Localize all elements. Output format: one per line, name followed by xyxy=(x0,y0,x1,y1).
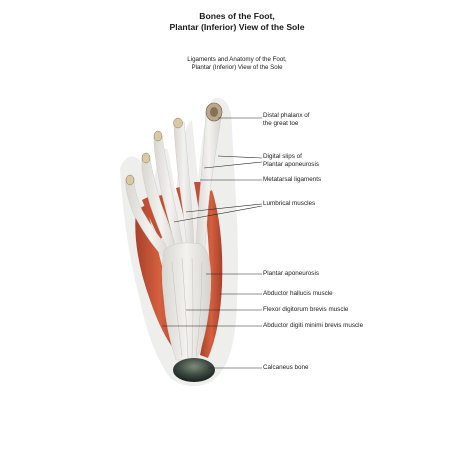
label-lumbrical-muscles: Lumbrical muscles xyxy=(263,200,316,207)
label-plantar-aponeurosis: Plantar aponeurosis xyxy=(263,270,320,277)
calcaneus-bone xyxy=(173,358,215,382)
great-toe-nail-shadow xyxy=(210,107,218,117)
label-distal-phalanx-line-2: the great toe xyxy=(263,120,299,127)
toe-5-tip xyxy=(125,174,135,186)
label-distal-phalanx-line-1: Distal phalanx of xyxy=(263,112,310,119)
toe-2-tip xyxy=(173,117,183,129)
leader-lines xyxy=(162,117,263,369)
main-title-line-1: Bones of the Foot, xyxy=(199,11,275,21)
main-title: Bones of the Foot, Plantar (Inferior) Vi… xyxy=(0,11,474,33)
subtitle-line-1: Ligaments and Anatomy of the Foot, xyxy=(187,56,287,63)
label-distal-phalanx: Distal phalanx of the great toe xyxy=(263,112,310,128)
label-calcaneus: Calcaneus bone xyxy=(263,364,309,371)
label-digital-slips: Digital slips of Plantar aponeurosis xyxy=(263,153,319,169)
toe-tips xyxy=(125,117,183,186)
main-title-line-2: Plantar (Inferior) View of the Sole xyxy=(169,22,305,32)
label-digital-slips-line-1: Digital slips of xyxy=(263,153,302,160)
aponeurosis-fibers xyxy=(171,257,203,359)
toe-4-tip xyxy=(141,152,151,164)
subtitle-line-2: Plantar (Inferior) View of the Sole xyxy=(191,64,283,71)
label-digital-slips-line-2: Plantar aponeurosis xyxy=(263,161,320,168)
toe-3-tip xyxy=(153,130,163,142)
subtitle: Ligaments and Anatomy of the Foot, Plant… xyxy=(0,56,474,72)
label-abductor-digiti-minimi: Abductor digiti minimi brevis muscle xyxy=(263,322,364,329)
label-abductor-hallucis: Abductor hallucis muscle xyxy=(263,290,333,297)
label-flexor-digitorum-brevis: Flexor digitorum brevis muscle xyxy=(263,306,349,313)
label-metatarsal-ligaments: Metatarsal ligaments xyxy=(263,176,322,183)
